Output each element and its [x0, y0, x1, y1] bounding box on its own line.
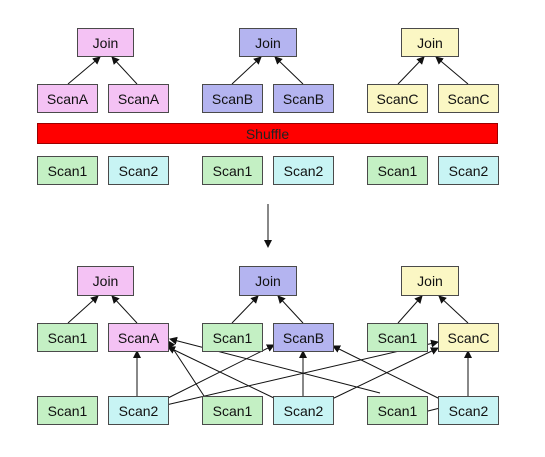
edge-bot-scan1c-join — [397, 295, 423, 324]
base-scan1-a: Scan1 — [37, 396, 98, 425]
edge-bot-scanb-join — [277, 295, 304, 324]
scan-a-top-1: ScanA — [37, 84, 98, 113]
join-c-top: Join — [401, 28, 459, 57]
edge-scan2b-scanc — [331, 347, 439, 400]
source-scan1-a: Scan1 — [37, 156, 98, 185]
source-scan1-b: Scan1 — [202, 156, 263, 185]
scan-c-top-1: ScanC — [367, 84, 428, 113]
scan-c-top-2: ScanC — [438, 84, 499, 113]
mid-scan1-a: Scan1 — [37, 323, 98, 352]
edge-bot-scanc-join — [438, 295, 469, 324]
edge-bot-scan1b-join — [231, 295, 259, 324]
shuffle-bar: Shuffle — [37, 123, 498, 144]
mid-scan1-c: Scan1 — [367, 323, 428, 352]
edge-top-scanb1-join — [231, 56, 262, 85]
source-scan2-b: Scan2 — [273, 156, 334, 185]
mid-scana: ScanA — [108, 323, 169, 352]
edge-bot-scana-join — [111, 295, 138, 324]
edge-scan2c-scanb — [332, 345, 441, 400]
edge-scan2a-scanc — [165, 339, 439, 406]
source-scan2-a: Scan2 — [108, 156, 169, 185]
edge-top-scanb2-join — [274, 56, 304, 85]
scan-b-top-1: ScanB — [202, 84, 263, 113]
edge-top-scana2-join — [111, 56, 138, 85]
join-a-top: Join — [77, 28, 134, 57]
scan-b-top-2: ScanB — [273, 84, 334, 113]
join-a-bottom: Join — [77, 266, 134, 296]
edge-bot-scan1a-join — [67, 295, 99, 324]
edge-top-scana1-join — [67, 56, 101, 85]
mid-scan1-b: Scan1 — [202, 323, 263, 352]
scan-a-top-2: ScanA — [108, 84, 169, 113]
mid-scanc: ScanC — [438, 323, 499, 352]
join-c-bottom: Join — [401, 266, 459, 296]
base-scan2-c: Scan2 — [438, 396, 499, 425]
base-scan1-c: Scan1 — [367, 396, 428, 425]
join-b-bottom: Join — [239, 266, 297, 296]
mid-scanb: ScanB — [273, 323, 334, 352]
join-b-top: Join — [239, 28, 297, 57]
source-scan1-c: Scan1 — [367, 156, 428, 185]
base-scan2-b: Scan2 — [273, 396, 334, 425]
base-scan1-b: Scan1 — [202, 396, 263, 425]
edge-top-scanc1-join — [397, 56, 425, 85]
source-scan2-c: Scan2 — [438, 156, 499, 185]
edge-scan2b-scana — [167, 346, 277, 400]
base-scan2-a: Scan2 — [108, 396, 169, 425]
edge-top-scanc2-join — [435, 56, 469, 85]
